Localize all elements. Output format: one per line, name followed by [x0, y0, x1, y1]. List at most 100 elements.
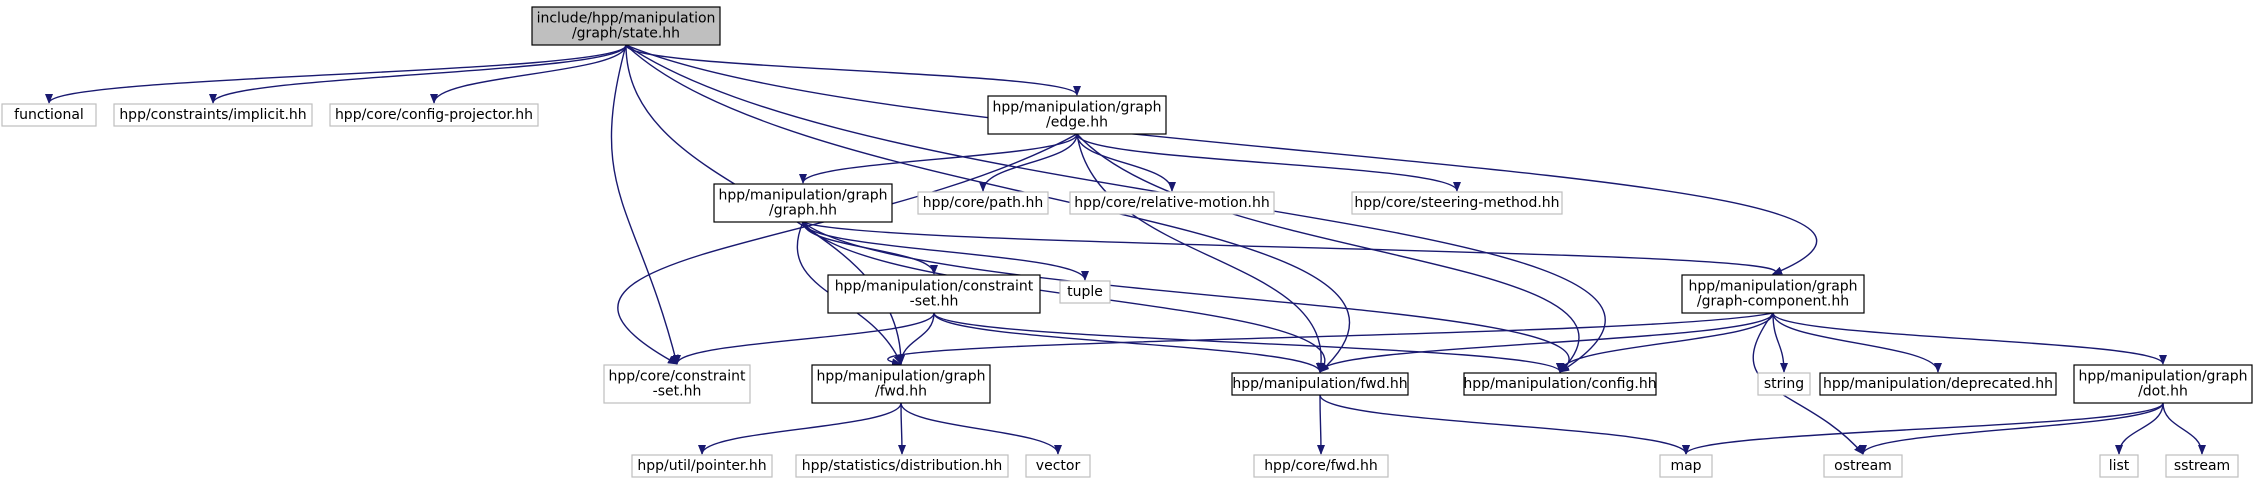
edge-graphfwd-to-vector [900, 402, 1062, 455]
node-label-graphfwd-line-0: hpp/manipulation/graph [816, 369, 985, 385]
node-label-edge-line-0: hpp/manipulation/graph [992, 100, 1161, 116]
header-nodes: include/hpp/manipulation/graph/state.hh f… [1, 6, 2253, 478]
node-box-graphcomp [1681, 274, 1865, 314]
node-label-corefwd-line-0: hpp/core/fwd.hh [1264, 458, 1378, 474]
node-state[interactable]: include/hpp/manipulation/graph/state.hh [531, 6, 721, 46]
edge-graphcomp-to-config [1556, 312, 1774, 373]
node-deprecated[interactable]: hpp/manipulation/deprecated.hh [1819, 372, 2057, 396]
edge-manipfwd-to-corefwd [1316, 394, 1325, 455]
node-manipfwd[interactable]: hpp/manipulation/fwd.hh [1231, 372, 1409, 396]
node-graph[interactable]: hpp/manipulation/graph/graph.hh [713, 183, 893, 223]
node-functional: functional [1, 103, 97, 127]
node-box-vector [1025, 454, 1091, 478]
node-label-graphcomp-line-0: hpp/manipulation/graph [1688, 279, 1857, 295]
node-label-relmotion-line-0: hpp/core/relative-motion.hh [1074, 195, 1269, 211]
node-label-graphcomp-line-1: /graph-component.hh [1697, 294, 1849, 310]
node-label-deprecated-line-0: hpp/manipulation/deprecated.hh [1823, 376, 2053, 392]
node-edge[interactable]: hpp/manipulation/graph/edge.hh [987, 95, 1167, 135]
node-graphcomp[interactable]: hpp/manipulation/graph/graph-component.h… [1681, 274, 1865, 314]
node-corecs: hpp/core/constraint-set.hh [603, 364, 751, 404]
node-label-distribution-line-0: hpp/statistics/distribution.hh [802, 458, 1002, 474]
node-label-dot-line-1: /dot.hh [2138, 384, 2188, 400]
edge-edge-to-steering [1076, 133, 1461, 192]
node-box-functional [1, 103, 97, 127]
node-box-graphfwd [811, 364, 991, 404]
node-box-configproj [329, 103, 539, 127]
edge-graphfwd-to-distribution [897, 402, 906, 455]
node-implicit: hpp/constraints/implicit.hh [113, 103, 313, 127]
node-label-state-line-0: include/hpp/manipulation [537, 11, 716, 27]
node-ostream: ostream [1823, 454, 1903, 478]
node-relmotion: hpp/core/relative-motion.hh [1069, 191, 1275, 215]
edge-state-to-graphcomp [625, 44, 1817, 275]
edge-graphcomp-to-graphfwd [887, 312, 1774, 367]
node-box-deprecated [1819, 372, 2057, 396]
node-box-constraintset [827, 274, 1041, 314]
edge-dot-to-list [2115, 402, 2164, 455]
node-box-map [1659, 454, 1713, 478]
edge-graph-to-tuple [802, 221, 1089, 281]
edge-state-to-implicit [209, 44, 627, 104]
node-label-ostream-line-0: ostream [1834, 458, 1892, 474]
node-box-graph [713, 183, 893, 223]
node-label-implicit-line-0: hpp/constraints/implicit.hh [119, 107, 306, 123]
edge-edge-to-corecs [617, 133, 1078, 365]
edge-edge-to-manipfwd [1076, 133, 1326, 373]
node-label-constraintset-line-1: -set.hh [910, 294, 959, 310]
node-box-sstream [2165, 454, 2239, 478]
node-label-steering-line-0: hpp/core/steering-method.hh [1354, 195, 1559, 211]
edge-constraintset-to-config [933, 312, 1564, 373]
node-label-configproj-line-0: hpp/core/config-projector.hh [335, 107, 533, 123]
node-vector: vector [1025, 454, 1091, 478]
node-label-graph-line-0: hpp/manipulation/graph [718, 188, 887, 204]
node-box-config [1463, 372, 1657, 396]
node-box-pointer [631, 454, 773, 478]
node-label-config-line-0: hpp/manipulation/config.hh [1463, 376, 1656, 392]
node-corepath: hpp/core/path.hh [917, 191, 1049, 215]
node-box-implicit [113, 103, 313, 127]
node-graphfwd[interactable]: hpp/manipulation/graph/fwd.hh [811, 364, 991, 404]
node-map: map [1659, 454, 1713, 478]
node-box-distribution [795, 454, 1009, 478]
node-box-corepath [917, 191, 1049, 215]
node-box-tuple [1059, 280, 1111, 304]
node-dot[interactable]: hpp/manipulation/graph/dot.hh [2073, 364, 2253, 404]
node-box-string [1757, 372, 1811, 396]
node-box-dot [2073, 364, 2253, 404]
node-label-corepath-line-0: hpp/core/path.hh [923, 195, 1043, 211]
node-label-dot-line-0: hpp/manipulation/graph [2078, 369, 2247, 385]
node-label-graph-line-1: /graph.hh [769, 203, 837, 219]
node-label-map-line-0: map [1670, 458, 1701, 474]
edge-constraintset-to-corecs [673, 312, 935, 365]
edge-graphcomp-to-dot [1772, 312, 2167, 365]
node-configproj: hpp/core/config-projector.hh [329, 103, 539, 127]
node-label-tuple-line-0: tuple [1067, 284, 1103, 300]
edge-state-to-configproj [430, 44, 627, 104]
edge-dot-to-ostream [1859, 402, 2164, 455]
edge-state-to-edge [625, 44, 1081, 96]
node-config[interactable]: hpp/manipulation/config.hh [1463, 372, 1657, 396]
node-box-manipfwd [1231, 372, 1409, 396]
node-string: string [1757, 372, 1811, 396]
edge-graph-to-graphcomp [802, 221, 1783, 275]
node-constraintset[interactable]: hpp/manipulation/constraint-set.hh [827, 274, 1041, 314]
node-box-state [531, 6, 721, 46]
node-label-constraintset-line-0: hpp/manipulation/constraint [835, 279, 1034, 295]
node-label-list-line-0: list [2109, 458, 2130, 474]
edge-constraintset-to-graphfwd [897, 312, 935, 365]
node-label-manipfwd-line-0: hpp/manipulation/fwd.hh [1232, 376, 1407, 392]
node-pointer: hpp/util/pointer.hh [631, 454, 773, 478]
node-list: list [2099, 454, 2139, 478]
node-label-functional-line-0: functional [14, 107, 84, 123]
node-label-string-line-0: string [1764, 376, 1804, 392]
node-sstream: sstream [2165, 454, 2239, 478]
dependency-edges [45, 44, 2206, 455]
edge-graph-to-config [802, 221, 1570, 373]
edge-state-to-config [625, 44, 1606, 373]
node-label-vector-line-0: vector [1036, 458, 1081, 474]
edge-manipfwd-to-map [1319, 394, 1690, 455]
node-label-corecs-line-0: hpp/core/constraint [609, 369, 746, 385]
edge-edge-to-corepath [979, 133, 1078, 192]
edge-graphcomp-to-string [1772, 312, 1788, 373]
